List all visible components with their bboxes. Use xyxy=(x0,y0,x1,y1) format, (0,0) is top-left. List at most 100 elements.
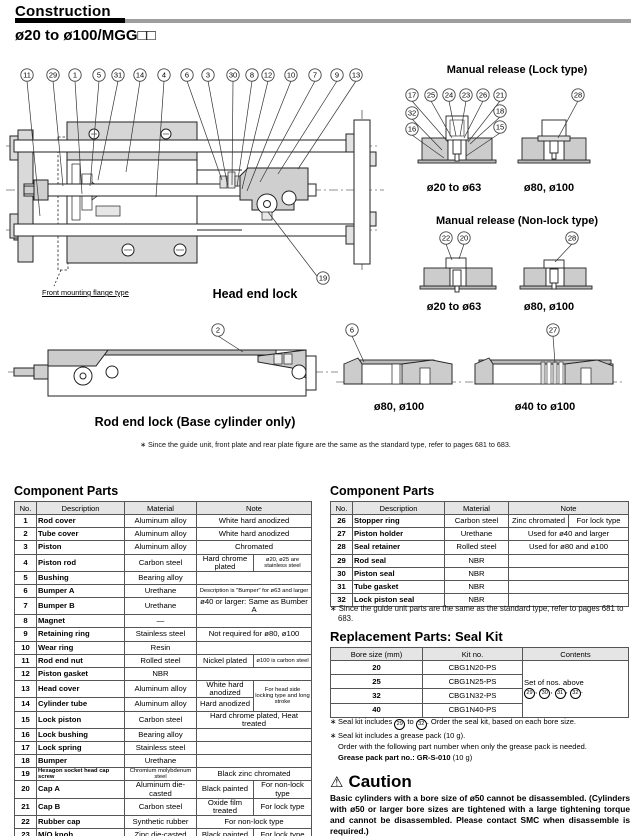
cell-mat: Resin xyxy=(124,640,197,655)
cell-mat: Zinc die-casted xyxy=(124,827,197,836)
cell-no: 10 xyxy=(14,640,37,655)
callout-1: 1 xyxy=(68,68,83,195)
cell-note: ø100 is carbon steel xyxy=(252,653,313,669)
caution-heading-text: Caution xyxy=(348,772,412,791)
cell-no: 13 xyxy=(14,680,37,699)
svg-text:16: 16 xyxy=(408,125,416,134)
column-header: No. xyxy=(14,501,37,515)
callout-20: 20 xyxy=(457,231,471,260)
cell-mat: Carbon steel xyxy=(124,797,197,816)
title-rule-gray xyxy=(15,19,631,23)
cell-note: ø40 or larger: Same as Bumber A xyxy=(195,597,313,616)
cell-mat: Stainless steel xyxy=(124,740,197,756)
column-header: Material xyxy=(444,501,509,515)
cell-bore: 32 xyxy=(330,688,423,704)
callout-17: 17 xyxy=(405,88,449,143)
cell-note: For lock type xyxy=(252,797,313,816)
svg-text:23: 23 xyxy=(462,91,470,100)
cell-no: 6 xyxy=(14,583,37,599)
svg-text:24: 24 xyxy=(445,91,453,100)
callout-16: 16 xyxy=(405,122,445,159)
diagram-footnote: ∗ Since the guide unit, front plate and … xyxy=(140,440,511,449)
cell-note xyxy=(507,579,630,595)
cell-desc: Piston rod xyxy=(36,553,125,572)
cell-mat: Urethane xyxy=(124,583,197,599)
cell-mat: Aluminum alloy xyxy=(124,697,197,712)
svg-text:13: 13 xyxy=(352,71,360,80)
callout-26: 26 xyxy=(463,88,490,139)
cell-mat: NBR xyxy=(444,566,509,581)
cell-note: White hard anodized xyxy=(196,680,254,699)
circled-number: 32 xyxy=(415,719,427,730)
seal-note-line: Grease pack part no.: GR-S-010 (10 g) xyxy=(330,753,628,763)
cell-desc: Lock bushing xyxy=(36,727,125,742)
cushion-right-caption: ø40 to ø100 xyxy=(514,401,576,413)
seal-note-line: ∗Seal kit includes 29 to 32. Order the s… xyxy=(330,717,628,730)
callout-27: 27 xyxy=(546,323,560,364)
callout-13: 13 xyxy=(297,68,363,170)
cell-note: For non-lock type xyxy=(252,780,313,799)
cell-desc: Cylinder tube xyxy=(36,697,125,712)
circled-number: 30 xyxy=(539,687,551,699)
caution-body: Basic cylinders with a bore size of ø50 … xyxy=(330,793,630,836)
page-title: Construction xyxy=(15,3,111,20)
cell-note xyxy=(507,593,630,608)
svg-text:18: 18 xyxy=(496,107,504,116)
cell-desc: Hexagon socket head cap screw xyxy=(36,767,125,782)
cell-desc: Bushing xyxy=(36,570,125,585)
cell-no: 22 xyxy=(14,814,37,829)
column-header: Material xyxy=(124,501,197,515)
cell-note: Description is "Bumper" for ø63 and larg… xyxy=(195,583,313,599)
cell-note: Used for ø80 and ø100 xyxy=(507,540,630,555)
cell-desc: Bumper xyxy=(36,754,125,769)
svg-text:6: 6 xyxy=(185,71,189,80)
cell-desc: Magnet xyxy=(36,614,125,629)
svg-text:4: 4 xyxy=(162,71,166,80)
cell-mat: Aluminum die-casted xyxy=(124,780,197,799)
cell-mat: Chromium molybdenum steel xyxy=(124,767,197,782)
cell-desc: Lock piston xyxy=(36,710,125,729)
cell-desc: Tube cover xyxy=(36,527,125,542)
cell-desc: Rubber cap xyxy=(36,814,125,829)
callout-12: 12 xyxy=(241,68,275,190)
mrl-right-caption: ø80, ø100 xyxy=(523,182,575,194)
svg-text:22: 22 xyxy=(442,234,450,243)
svg-text:2: 2 xyxy=(216,326,220,335)
callout-3: 3 xyxy=(201,68,228,184)
cell-no: 14 xyxy=(14,697,37,712)
circled-number: 31 xyxy=(554,687,566,699)
cell-mat: NBR xyxy=(444,579,509,595)
svg-text:17: 17 xyxy=(408,91,416,100)
cell-no: 5 xyxy=(14,570,37,585)
column-header: Contents xyxy=(522,647,629,661)
cell-bore: 20 xyxy=(330,659,423,676)
note-text: . Order the seal kit, based on each bore… xyxy=(426,717,576,726)
svg-text:12: 12 xyxy=(264,71,272,80)
cell-desc: Head cover xyxy=(36,680,125,699)
callout-25: 25 xyxy=(424,88,453,139)
cell-no: 31 xyxy=(330,579,353,595)
cushion-left-caption: ø80, ø100 xyxy=(373,401,425,413)
note-text: Seal kit includes xyxy=(338,717,395,726)
title-rule-black xyxy=(15,18,125,23)
cell-note xyxy=(195,754,313,769)
cell-mat: Urethane xyxy=(444,527,509,542)
cell-note: Nickel plated xyxy=(196,653,254,669)
